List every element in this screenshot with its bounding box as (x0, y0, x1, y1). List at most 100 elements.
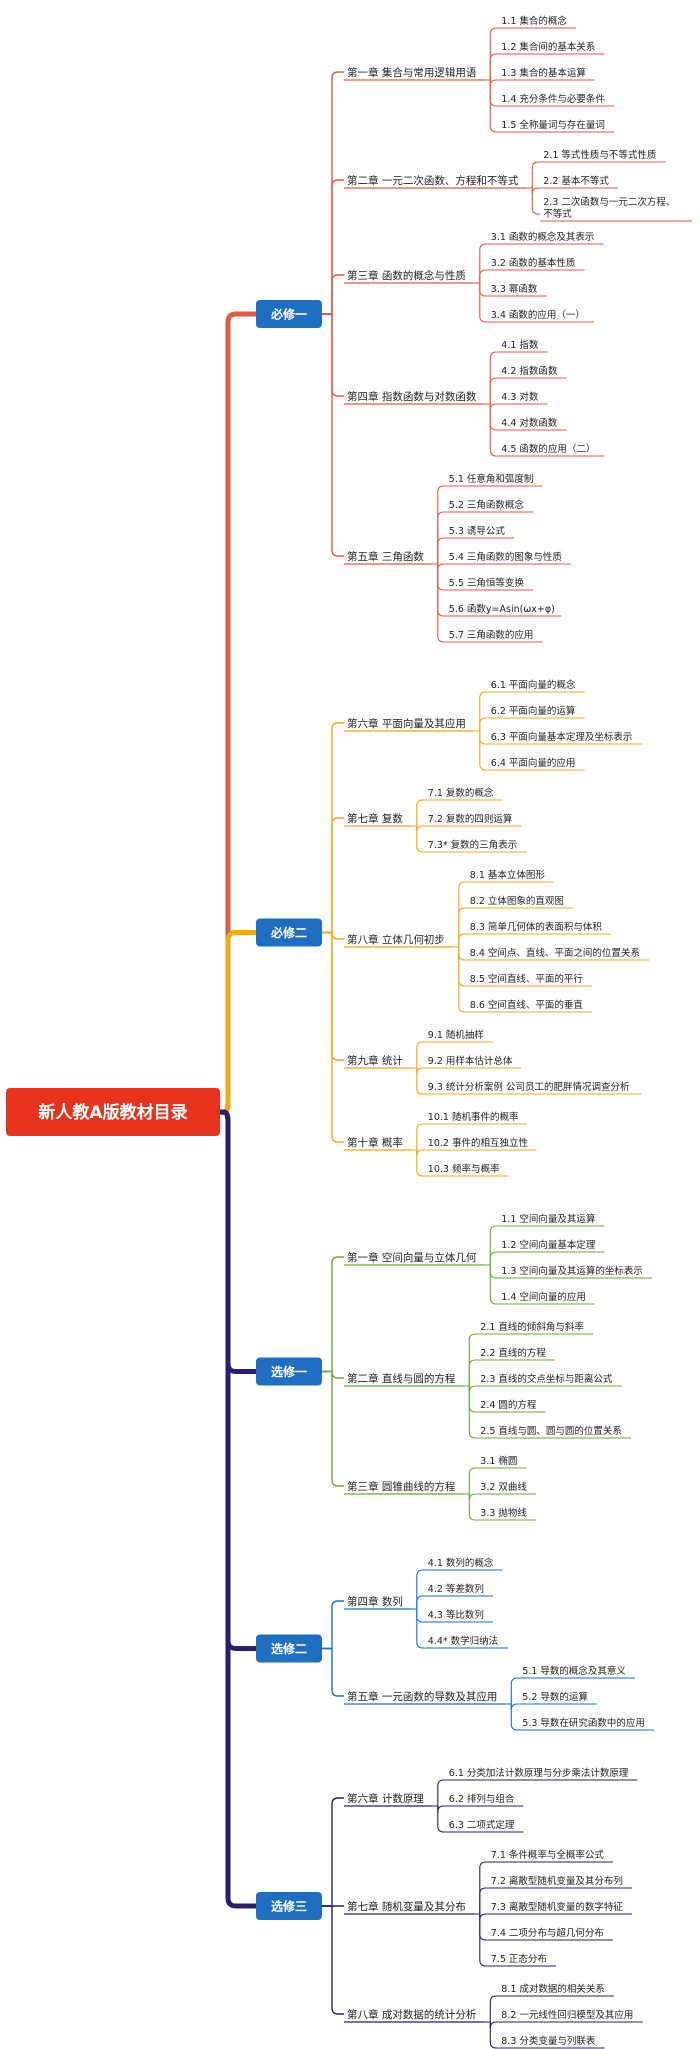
section-label: 5.7 三角函数的应用 (449, 629, 534, 641)
section-label: 1.4 充分条件与必要条件 (501, 93, 605, 105)
chapter-edge (322, 931, 344, 1061)
chapter-label: 第九章 统计 (347, 1054, 403, 1067)
section-node: 1.1 空间向量及其运算 (501, 1213, 595, 1225)
section-edge (505, 1703, 520, 1731)
section-edge (484, 79, 499, 107)
section-edge (484, 403, 499, 457)
chapter-node: 第九章 统计 (347, 1054, 403, 1067)
section-edge (431, 1805, 446, 1813)
section-edge (473, 1913, 488, 1941)
section-label: 8.2 立体图象的直观图 (470, 895, 564, 907)
section-label: 4.3 等比数列 (428, 1609, 484, 1621)
section-label: 8.1 基本立体图形 (470, 869, 546, 881)
section-node: 6.1 分类加法计数原理与分步乘法计数原理 (449, 1767, 629, 1779)
chapter-node: 第六章 计数原理 (347, 1792, 424, 1805)
section-node: 4.4* 数学归纳法 (428, 1635, 498, 1647)
section-node: 7.2 离散型随机变量及其分布列 (491, 1875, 623, 1887)
section-edge (526, 161, 541, 189)
section-label: 2.5 直线与圆、圆与圆的位置关系 (480, 1425, 622, 1437)
section-node: 1.3 集合的基本运算 (501, 67, 586, 79)
section-label: 1.1 集合的概念 (501, 15, 567, 27)
section-label: 4.1 指数 (501, 339, 539, 351)
chapter-edge (322, 1797, 344, 1907)
section-node: 2.2 基本不等式 (543, 175, 609, 187)
section-edge (484, 2021, 499, 2029)
section-edge (410, 1608, 425, 1623)
section-node: 1.2 空间向量基本定理 (501, 1239, 596, 1251)
section-node: 5.3 诱导公式 (449, 525, 506, 537)
section-edge (410, 1067, 425, 1095)
chapter-edge (322, 1600, 344, 1650)
section-label: 5.1 导数的概念及其意义 (522, 1665, 626, 1677)
section-edge (410, 1569, 425, 1610)
section-edge (484, 53, 499, 81)
section-node: 5.3 导数在研究函数中的应用 (522, 1717, 645, 1729)
section-label: 8.3 分类变量与列联表 (501, 2035, 596, 2047)
chapter-node: 第十章 概率 (347, 1136, 403, 1149)
section-node: 1.2 集合间的基本关系 (501, 41, 595, 53)
section-node: 2.5 直线与圆、圆与圆的位置关系 (480, 1425, 622, 1437)
section-edge (473, 243, 488, 284)
section-node: 5.2 导数的运算 (522, 1691, 588, 1703)
book-box (256, 1892, 322, 1920)
section-label: 7.1 条件概率与全概率公式 (491, 1849, 605, 1861)
section-edge (473, 730, 488, 771)
section-edge (526, 187, 541, 195)
section-node: 7.2 复数的四则运算 (428, 813, 513, 825)
section-label: 3.1 椭圆 (480, 1455, 517, 1467)
section-label: 2.1 直线的倾斜角与斜率 (480, 1321, 584, 1333)
chapter-node: 第四章 数列 (347, 1595, 403, 1608)
section-label: 5.6 函数y=Asin(ωx+φ) (449, 603, 555, 615)
section-label: 8.5 空间直线、平面的平行 (470, 973, 584, 985)
section-label: 2.2 基本不等式 (543, 175, 609, 187)
section-label: 4.2 等差数列 (428, 1583, 484, 1595)
section-edge (410, 1041, 425, 1069)
section-edge (473, 1913, 488, 1967)
section-label: 2.3 直线的交点坐标与距离公式 (480, 1373, 613, 1385)
section-edge (463, 1359, 478, 1387)
section-edge (484, 351, 499, 405)
section-node: 6.2 平面向量的运算 (491, 705, 576, 717)
book-box (256, 300, 322, 328)
section-edge (473, 282, 488, 297)
chapter-edge (322, 931, 344, 940)
section-label: 4.4 对数函数 (501, 417, 558, 429)
section-edge (526, 187, 541, 215)
chapter-label: 第七章 复数 (347, 812, 403, 825)
section-label: 7.5 正态分布 (491, 1953, 547, 1965)
section-node: 3.3 幂函数 (491, 283, 538, 295)
section-node: 8.6 空间直线、平面的垂直 (470, 999, 584, 1011)
section-edge (463, 1493, 478, 1521)
section-label: 8.2 一元线性回归模型及其应用 (501, 2009, 633, 2021)
section-node: 5.6 函数y=Asin(ωx+φ) (449, 603, 555, 615)
section-node: 8.4 空间点、直线、平面之间的位置关系 (470, 947, 640, 959)
section-edge (431, 563, 446, 591)
section-edge (484, 1225, 499, 1266)
section-node: 5.1 任意角和弧度制 (449, 473, 534, 485)
chapter-label: 第十章 概率 (347, 1136, 403, 1149)
section-label: 9.3 统计分析案例 公司员工的肥胖情况调查分析 (428, 1081, 630, 1093)
chapter-edge (322, 1647, 344, 1697)
section-node: 6.3 二项式定理 (449, 1819, 515, 1831)
section-node: 7.3 离散型随机变量的数字特征 (491, 1901, 624, 1913)
section-node: 8.2 一元线性回归模型及其应用 (501, 2009, 633, 2021)
section-label: 2.1 等式性质与不等式性质 (543, 149, 657, 161)
trunk-edge-3 (217, 1109, 259, 1374)
section-label: 4.3 对数 (501, 391, 539, 403)
section-label: 6.2 平面向量的运算 (491, 705, 576, 717)
section-label: 6.3 二项式定理 (449, 1819, 515, 1831)
chapter-node: 第三章 圆锥曲线的方程 (347, 1480, 456, 1493)
section-node: 7.5 正态分布 (491, 1953, 547, 1965)
chapter-edge (322, 931, 344, 1143)
section-edge (484, 403, 499, 411)
section-node: 4.4 对数函数 (501, 417, 558, 429)
section-label: 4.2 指数函数 (501, 365, 558, 377)
chapter-node: 第一章 集合与常用逻辑用语 (347, 66, 477, 79)
root-node: 新人教A版教材目录 (6, 1088, 220, 1136)
section-node: 3.1 椭圆 (480, 1455, 517, 1467)
chapter-node: 第三章 函数的概念与性质 (347, 269, 466, 282)
section-edge (505, 1703, 520, 1711)
section-node: 4.3 等比数列 (428, 1609, 484, 1621)
section-node: 4.3 对数 (501, 391, 539, 403)
